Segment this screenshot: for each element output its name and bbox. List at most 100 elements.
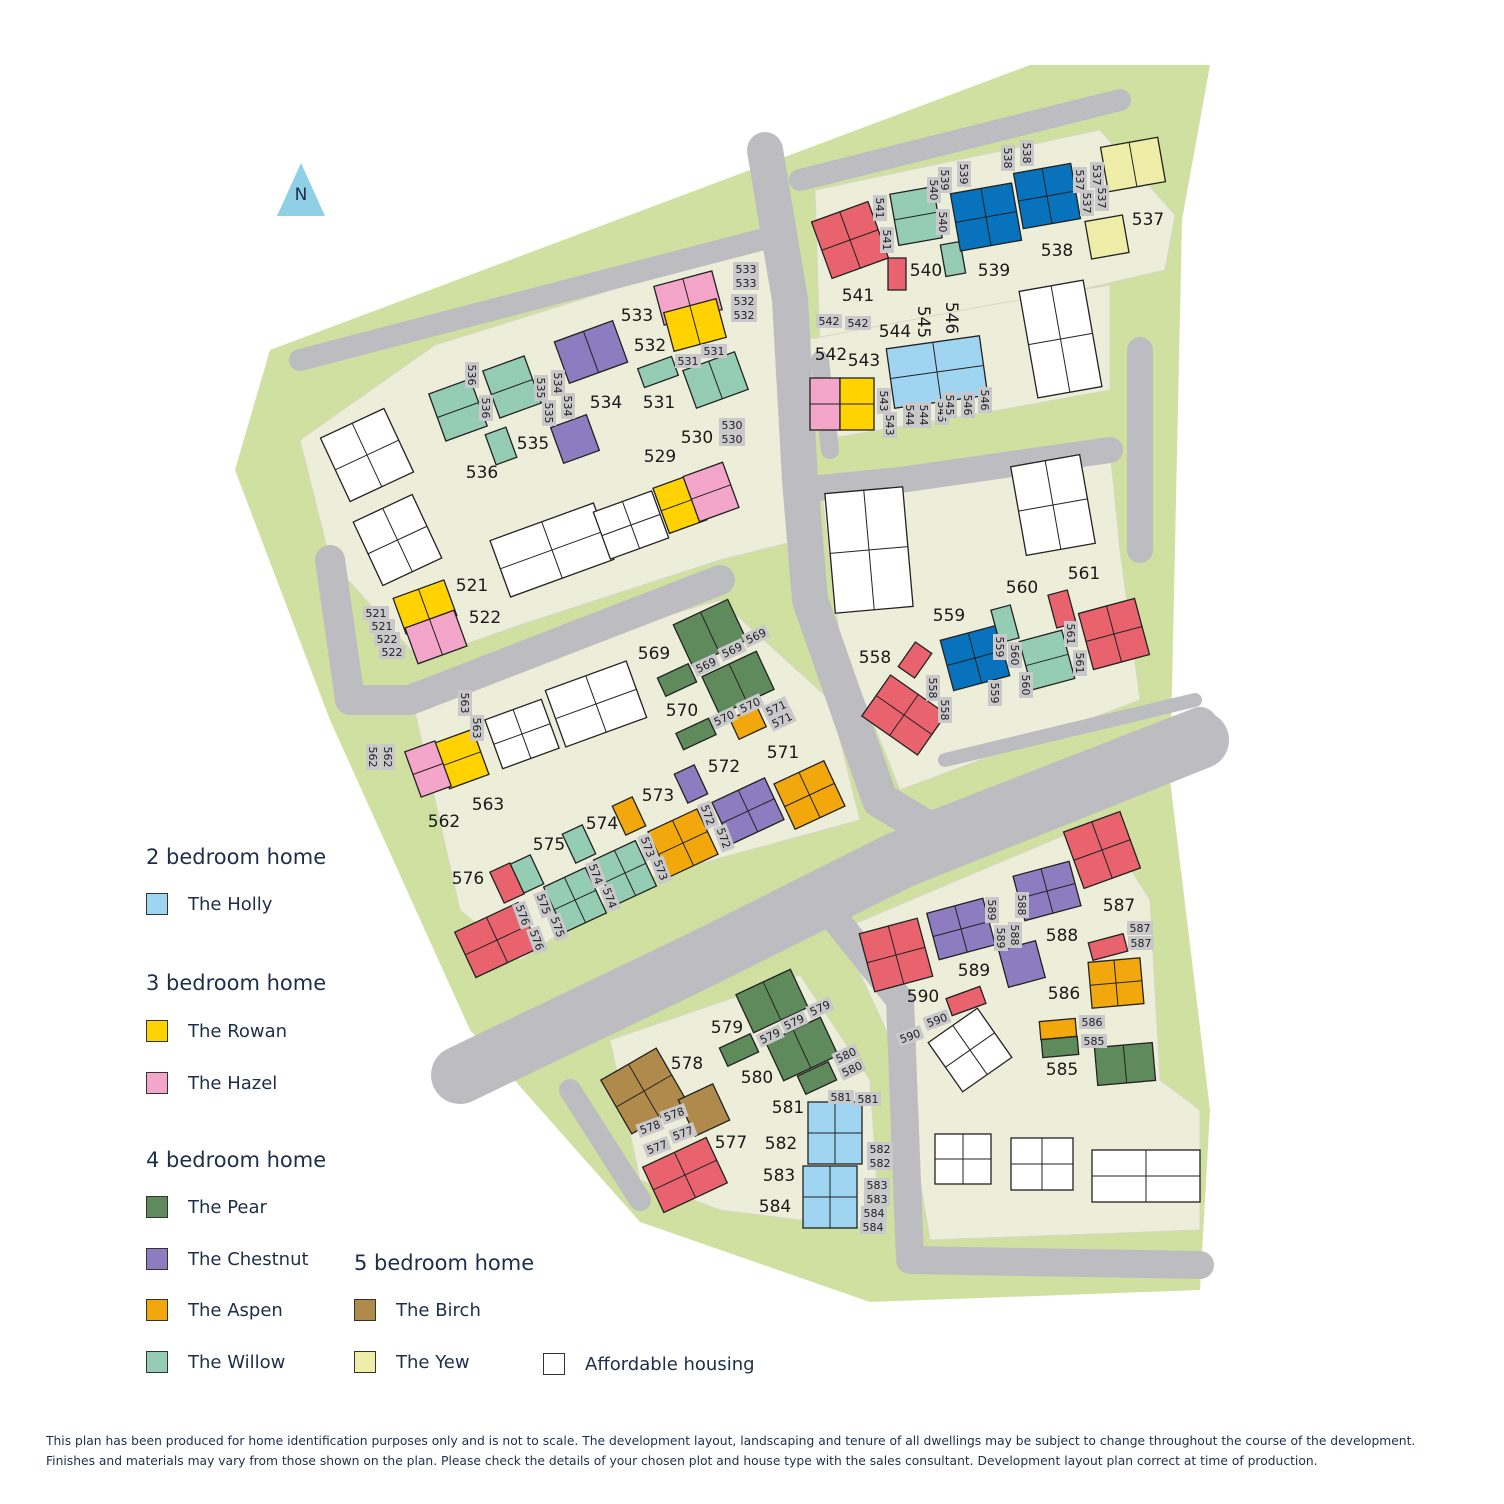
plot-number-585: 585 [1046, 1060, 1078, 1080]
plot-number-587: 587 [1103, 896, 1135, 916]
roof-ridge [335, 439, 399, 471]
parking-tag-number: 540 [927, 180, 940, 201]
parking-tag-number: 559 [988, 683, 1001, 704]
parking-space [366, 744, 380, 770]
parking-space [895, 1024, 925, 1048]
plot-number-538: 538 [1041, 241, 1073, 261]
parking-space [1073, 167, 1087, 193]
legend-item-holly: The Holly [146, 893, 272, 915]
parking-tag: 531 [701, 344, 727, 358]
parking-tag-number: 534 [551, 373, 564, 394]
pear-house [1040, 1035, 1080, 1059]
affordable-house [489, 502, 615, 598]
house-footprint [675, 717, 717, 751]
parking-tag: 541 [880, 227, 894, 253]
north-arrow-icon [277, 163, 325, 216]
parking-tag-number: 531 [704, 345, 725, 358]
plot-number-539: 539 [978, 261, 1010, 281]
holly-house [885, 335, 989, 409]
parking-tag-number: 537 [1080, 193, 1093, 214]
parking-tag-number: 560 [1008, 645, 1021, 666]
house-footprint [939, 240, 967, 278]
parking-tag: 581 [855, 1092, 881, 1106]
red-house [488, 862, 526, 904]
parking-tag: 563 [458, 690, 472, 716]
parking-space [988, 680, 1002, 706]
plot-number-544: 544 [879, 322, 911, 342]
parking-tag-number: 535 [534, 378, 547, 399]
party-wall [583, 331, 599, 373]
house-footprint [488, 862, 526, 904]
parking-space [926, 675, 940, 701]
parking-tag-number: 587 [1130, 922, 1151, 935]
parking-tag: 530 [719, 418, 745, 432]
parking-space [1001, 145, 1015, 171]
legend-item-birch: The Birch [354, 1299, 481, 1321]
parking-tag: 583 [864, 1178, 890, 1192]
plot-number-576: 576 [452, 869, 484, 889]
parking-space [731, 294, 757, 308]
parking-tag: 588 [1008, 922, 1022, 948]
north-arrow: N [277, 163, 325, 216]
pear-house [718, 1032, 760, 1068]
disclaimer-line: Finishes and materials may vary from tho… [46, 1454, 1318, 1468]
roof-ridge [932, 921, 990, 937]
parking-tag-number: 584 [863, 1221, 884, 1234]
plot-number-580: 580 [741, 1068, 773, 1088]
house-footprint [887, 257, 907, 291]
parking-tag: 536 [465, 362, 479, 388]
party-wall [429, 618, 443, 656]
parking-tag: 533 [733, 276, 759, 290]
parking-tag: 584 [860, 1220, 886, 1234]
legend-label: The Hazel [188, 1072, 278, 1094]
parking-space [363, 606, 389, 620]
parking-tag: 587 [1128, 936, 1154, 950]
affordable-house [1009, 453, 1097, 557]
parking-tag-number: 533 [736, 263, 757, 276]
parking-space [936, 209, 950, 235]
red-house [641, 1136, 729, 1214]
roof-ridge [412, 763, 444, 775]
red-house [897, 641, 933, 679]
parking-space [511, 900, 535, 930]
roof-ridge [894, 211, 938, 221]
holly-house [807, 1101, 863, 1165]
plot-number-582: 582 [765, 1134, 797, 1154]
parking-tag-number: 540 [936, 212, 949, 233]
red-house [810, 200, 890, 280]
plot-number-569: 569 [638, 644, 670, 664]
parking-space [709, 706, 739, 730]
party-wall [1128, 142, 1138, 187]
parking-space [1128, 936, 1154, 950]
parking-space [943, 392, 957, 418]
legend-heading-2-bed: 2 bedroom home [146, 845, 327, 869]
plot-number-570: 570 [666, 701, 698, 721]
holly-swatch [146, 893, 168, 915]
roof-ridge [1028, 332, 1093, 346]
parking-tag-number: 560 [1019, 675, 1032, 696]
parking-tag-number: 521 [366, 607, 387, 620]
parking-tag: 561 [1073, 650, 1087, 676]
parking-tag-number: 546 [978, 390, 991, 411]
party-wall [708, 361, 723, 399]
roof-ridge [890, 364, 984, 380]
parking-tag: 540 [936, 209, 950, 235]
plot-number-558: 558 [859, 648, 891, 668]
plot-number-536: 536 [466, 463, 498, 483]
plot-number-559: 559 [933, 606, 965, 626]
roof-ridge [721, 798, 775, 824]
parking-tag: 534 [561, 393, 575, 419]
plot-number-540: 540 [910, 261, 942, 281]
plot-number-542: 542 [815, 345, 847, 365]
parking-tag-number: 559 [993, 637, 1006, 658]
parking-tag-number: 544 [917, 405, 930, 426]
road [431, 711, 1229, 1104]
chestnut-swatch [146, 1248, 168, 1270]
legend-item-chestnut: The Chestnut [146, 1248, 309, 1270]
road [806, 886, 1214, 1279]
plot-number-577: 577 [715, 1133, 747, 1153]
legend-item-affordable: Affordable housing [543, 1353, 755, 1375]
parking-space [867, 1156, 893, 1170]
pear-swatch [146, 1196, 168, 1218]
parking-space [877, 388, 891, 414]
